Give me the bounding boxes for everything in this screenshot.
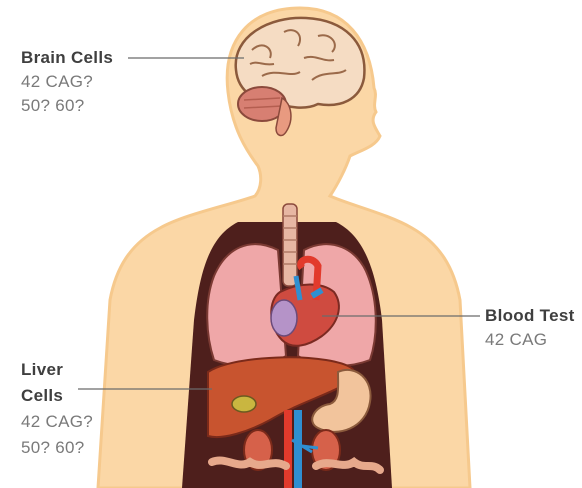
blood-test-label: Blood Test 42 CAG (485, 304, 575, 352)
blood-test-title: Blood Test (485, 304, 575, 328)
liver-cells-value-2: 50? 60? (21, 435, 93, 461)
brain-cells-value-2: 50? 60? (21, 94, 113, 118)
blood-test-value: 42 CAG (485, 328, 575, 352)
brain-cells-value-1: 42 CAG? (21, 70, 113, 94)
vena-cava (294, 410, 302, 488)
brain-cells-label: Brain Cells 42 CAG? 50? 60? (21, 46, 113, 118)
gallbladder (232, 396, 256, 412)
liver-cells-value-1: 42 CAG? (21, 409, 93, 435)
brain-cells-title: Brain Cells (21, 46, 113, 70)
liver-cells-label: Liver Cells 42 CAG? 50? 60? (21, 357, 93, 461)
aorta (284, 410, 292, 488)
liver-cells-title-1: Liver (21, 357, 93, 383)
liver-cells-title-2: Cells (21, 383, 93, 409)
